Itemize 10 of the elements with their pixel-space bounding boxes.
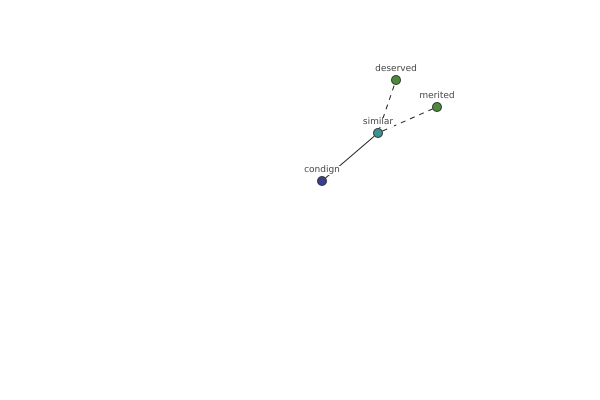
node-circle xyxy=(432,102,442,112)
node-circle xyxy=(373,128,383,138)
node-label: deserved xyxy=(374,65,418,74)
node-label: merited xyxy=(418,92,456,101)
connector-line xyxy=(379,84,395,129)
node-label: condign xyxy=(303,166,341,175)
node-circle xyxy=(317,176,327,186)
node-circle xyxy=(391,75,401,85)
connector-line xyxy=(382,108,433,132)
node-label: similar xyxy=(362,118,394,127)
